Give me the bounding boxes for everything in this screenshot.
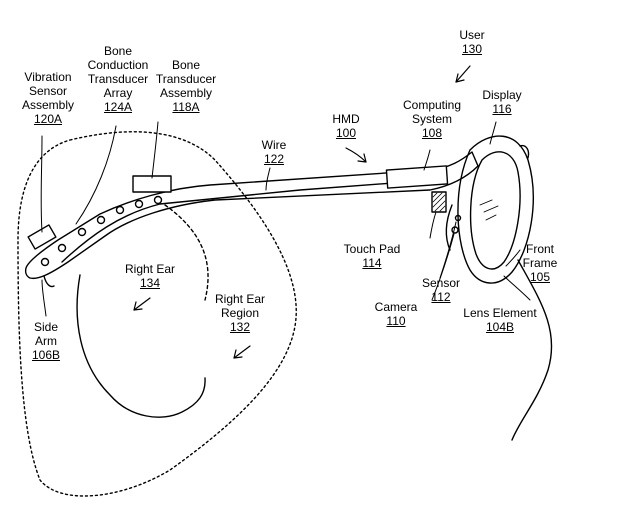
label-text: Front: [525, 242, 555, 256]
label-text: Arm: [35, 334, 57, 348]
label-lens-element: Lens Element 104B: [463, 306, 536, 334]
label-text: Conduction: [87, 58, 149, 72]
wire-line: [61, 180, 421, 263]
label-text: Vibration: [24, 70, 72, 84]
label-text: Sensor: [421, 276, 461, 290]
label-text: Sensor: [28, 84, 68, 98]
label-text: Computing: [402, 98, 462, 112]
label-text: HMD: [332, 112, 360, 126]
label-text: Bone: [103, 44, 133, 58]
front-frame-outline: [457, 135, 534, 284]
right-ear-outline: [76, 274, 206, 418]
label-front-frame: Front Frame 105: [523, 242, 558, 284]
display-glint: [479, 199, 499, 221]
label-text: Right Ear: [214, 292, 266, 306]
label-text: Region: [220, 306, 260, 320]
label-text: Array: [103, 86, 133, 100]
lens-element-outline: [469, 151, 521, 270]
label-computing-system: Computing System 108: [403, 98, 461, 140]
reference-number: 130: [461, 42, 483, 56]
label-hmd: HMD 100: [332, 112, 359, 140]
reference-number: 105: [529, 270, 551, 284]
vibration-sensor-box: [27, 224, 57, 250]
label-text: Side: [33, 320, 59, 334]
side-arm-tip: [43, 275, 55, 288]
label-text: Wire: [261, 138, 287, 152]
reference-number: 112: [431, 290, 451, 304]
reference-number: 134: [139, 276, 161, 290]
reference-number: 132: [229, 320, 251, 334]
label-text: Bone: [171, 58, 201, 72]
reference-number: 116: [492, 102, 512, 116]
reference-number: 100: [335, 126, 357, 140]
right-ear-inner: [164, 204, 209, 301]
front-frame-rim: [519, 144, 530, 159]
label-text: Lens Element: [463, 306, 537, 320]
label-text: Frame: [522, 256, 558, 270]
touch-pad-box: [431, 191, 447, 213]
label-right-ear-region: Right Ear Region 132: [215, 292, 265, 334]
reference-number: 106B: [31, 348, 61, 362]
label-text: Display: [482, 88, 522, 102]
label-text: System: [411, 112, 452, 126]
leader-lines: [40, 121, 531, 317]
label-bone-transducer: Bone Transducer Assembly 118A: [156, 58, 216, 114]
label-text: Transducer: [155, 72, 217, 86]
label-vibration-sensor: Vibration Sensor Assembly 120A: [22, 70, 74, 126]
reference-number: 114: [362, 256, 382, 270]
label-text: Transducer: [87, 72, 149, 86]
label-bone-conduction: Bone Conduction Transducer Array 124A: [88, 44, 149, 114]
label-text: Assembly: [159, 86, 212, 100]
reference-number: 120A: [33, 112, 63, 126]
computing-system-box: [385, 165, 449, 189]
label-text: Camera: [374, 300, 418, 314]
label-text: Right Ear: [124, 262, 176, 276]
side-arm-outline: [24, 151, 479, 280]
reference-number: 118A: [172, 100, 200, 114]
label-right-ear: Right Ear 134: [125, 262, 175, 290]
reference-number: 124A: [103, 100, 133, 114]
label-camera: Camera 110: [375, 300, 418, 328]
label-touch-pad: Touch Pad 114: [344, 242, 401, 270]
sensor-dot: [454, 214, 462, 222]
label-display: Display 116: [482, 88, 521, 116]
label-side-arm: Side Arm 106B: [32, 320, 60, 362]
label-user: User 130: [459, 28, 484, 56]
cable-curve: [511, 259, 553, 441]
nose-bridge: [445, 204, 453, 251]
right-ear-region-outline: [17, 131, 297, 497]
label-sensor: Sensor 112: [422, 276, 460, 304]
reference-number: 108: [421, 126, 443, 140]
reference-number: 122: [263, 152, 285, 166]
touch-pad-hatch: [432, 192, 446, 212]
reference-number: 110: [386, 314, 406, 328]
label-text: User: [459, 28, 485, 42]
label-text: Touch Pad: [343, 242, 401, 256]
label-wire: Wire 122: [262, 138, 287, 166]
arrows: [133, 65, 471, 359]
reference-number: 104B: [485, 320, 515, 334]
label-text: Assembly: [21, 98, 75, 112]
transducer-array: [40, 195, 163, 267]
